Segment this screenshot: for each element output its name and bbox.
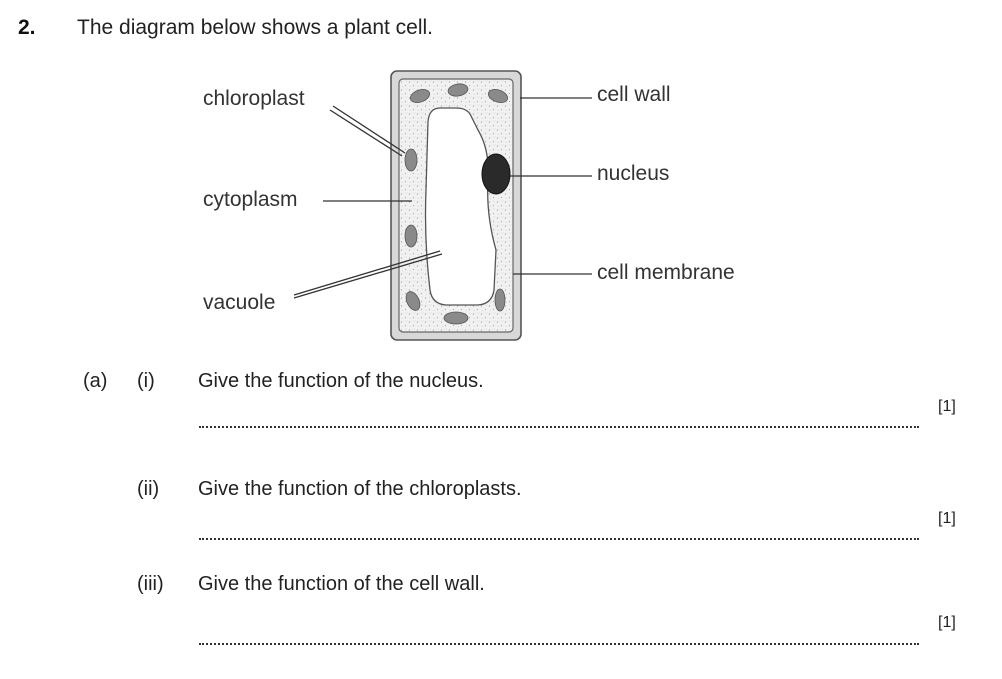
subpart-ii-label: (ii): [137, 478, 160, 500]
subpart-ii-marks: [1]: [938, 510, 956, 527]
chloroplast: [447, 83, 469, 97]
chloroplast: [494, 288, 506, 312]
chloroplast-leader-double: [329, 109, 403, 157]
part-a-label: (a): [83, 370, 108, 392]
subpart-i-label: (i): [137, 370, 155, 392]
answer-line-ii[interactable]: [199, 538, 919, 540]
label-chloroplast: chloroplast: [203, 87, 305, 110]
question-number: 2.: [18, 16, 36, 39]
chloroplast: [409, 89, 431, 103]
label-vacuole: vacuole: [203, 291, 276, 314]
answer-line-iii[interactable]: [199, 643, 919, 645]
vacuole-leader-double: [293, 250, 441, 296]
label-nucleus: nucleus: [597, 162, 670, 185]
subpart-iii-label: (iii): [137, 573, 164, 595]
label-cell-membrane: cell membrane: [597, 261, 735, 284]
chloroplast: [404, 224, 418, 248]
subpart-i-prompt: Give the function of the nucleus.: [198, 370, 484, 392]
subpart-ii-prompt: Give the function of the chloroplasts.: [198, 478, 522, 500]
answer-line-i[interactable]: [199, 426, 919, 428]
chloroplasts: [404, 83, 509, 325]
chloroplast: [443, 311, 469, 325]
subpart-iii-marks: [1]: [938, 614, 956, 631]
question-stem: The diagram below shows a plant cell.: [77, 16, 434, 39]
chloroplast-leader: [332, 105, 406, 154]
chloroplast: [404, 148, 418, 172]
vacuole-leader: [293, 253, 443, 299]
label-cell-wall: cell wall: [597, 83, 671, 106]
vacuole-shape: [424, 107, 497, 306]
label-cytoplasm: cytoplasm: [203, 188, 298, 211]
subpart-iii-prompt: Give the function of the cell wall.: [198, 573, 485, 595]
subpart-i-marks: [1]: [938, 398, 956, 415]
nucleus-shape: [481, 153, 511, 195]
chloroplast: [405, 291, 421, 311]
chloroplast: [487, 89, 509, 103]
